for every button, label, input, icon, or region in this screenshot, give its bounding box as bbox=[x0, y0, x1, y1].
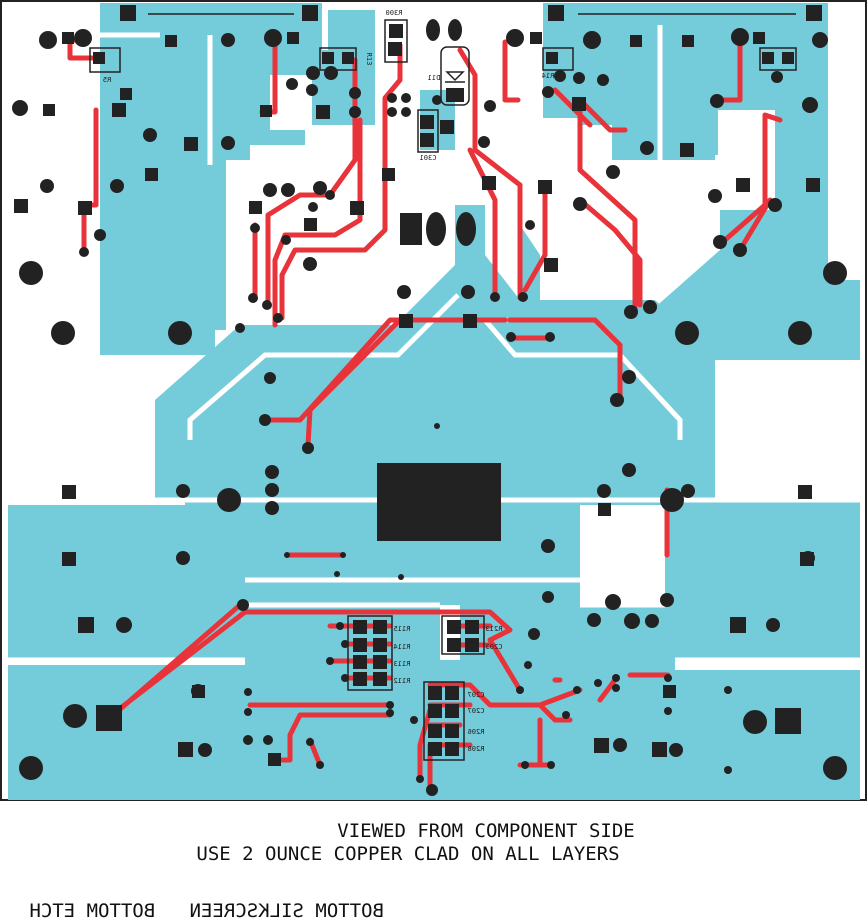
svg-text:R113: R113 bbox=[394, 660, 411, 668]
svg-text:R13: R13 bbox=[365, 53, 373, 66]
svg-text:C203: C203 bbox=[486, 643, 503, 651]
note-copper-clad: USE 2 OUNCE COPPER CLAD ON ALL LAYERS bbox=[196, 843, 620, 865]
svg-text:C207: C207 bbox=[468, 691, 485, 699]
copper-pours bbox=[8, 3, 860, 800]
svg-text:C207: C207 bbox=[468, 707, 485, 715]
layer-footer-mirrored: BOTTOM SILKSCREEN BOTTOM ETCH bbox=[29, 900, 384, 922]
central-ic-pad bbox=[377, 463, 501, 541]
svg-text:R115: R115 bbox=[394, 625, 411, 633]
note-viewed-from: VIEWED FROM COMPONENT SIDE bbox=[337, 820, 635, 842]
svg-text:R114: R114 bbox=[394, 643, 411, 651]
svg-text:R6: R6 bbox=[773, 76, 781, 84]
svg-text:D11: D11 bbox=[428, 74, 441, 82]
pads bbox=[12, 5, 847, 796]
pcb-layout: R5 R13 R300 D11 C301 R14 R6 R115 R114 R1… bbox=[0, 0, 867, 801]
svg-text:R112: R112 bbox=[394, 677, 411, 685]
silkscreen-labels: R5 R13 R300 D11 C301 R14 R6 R115 R114 R1… bbox=[103, 9, 781, 753]
svg-text:R213: R213 bbox=[486, 625, 503, 633]
silkscreen bbox=[89, 13, 797, 761]
svg-text:R206: R206 bbox=[468, 728, 485, 736]
svg-text:R300: R300 bbox=[386, 9, 403, 17]
svg-text:R14: R14 bbox=[542, 72, 555, 80]
svg-text:R5: R5 bbox=[103, 76, 111, 84]
svg-text:R208: R208 bbox=[468, 745, 485, 753]
svg-text:C301: C301 bbox=[420, 154, 437, 162]
